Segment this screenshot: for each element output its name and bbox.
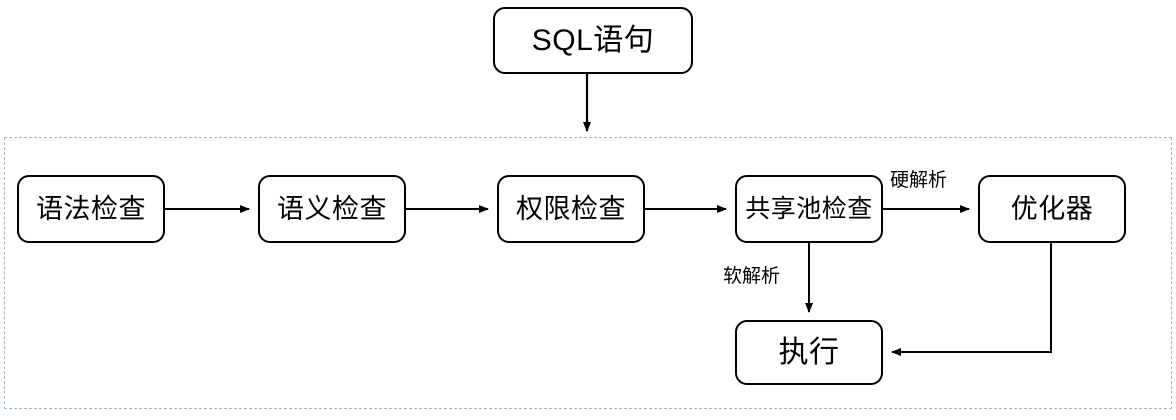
node-optimizer-label: 优化器 xyxy=(1010,193,1094,224)
node-execute[interactable]: 执行 xyxy=(735,320,883,385)
node-privilege-check-label: 权限检查 xyxy=(516,193,626,224)
node-privilege-check[interactable]: 权限检查 xyxy=(497,175,645,243)
node-syntax-check-label: 语法检查 xyxy=(36,193,146,224)
soft-parse-label: 软解析 xyxy=(723,266,781,287)
parse-stage-group xyxy=(4,137,1172,409)
node-execute-label: 执行 xyxy=(778,335,840,369)
node-sql-statement[interactable]: SQL语句 xyxy=(493,7,693,74)
node-sql-statement-label: SQL语句 xyxy=(531,23,655,57)
node-shared-pool-check[interactable]: 共享池检查 xyxy=(735,175,883,243)
hard-parse-label: 硬解析 xyxy=(890,170,948,191)
node-semantic-check-label: 语义检查 xyxy=(277,193,387,224)
node-shared-pool-check-label: 共享池检查 xyxy=(745,194,873,223)
node-optimizer[interactable]: 优化器 xyxy=(978,175,1126,243)
node-syntax-check[interactable]: 语法检查 xyxy=(17,175,165,243)
node-semantic-check[interactable]: 语义检查 xyxy=(258,175,406,243)
edge-optimizer-to-execute xyxy=(891,243,1052,356)
